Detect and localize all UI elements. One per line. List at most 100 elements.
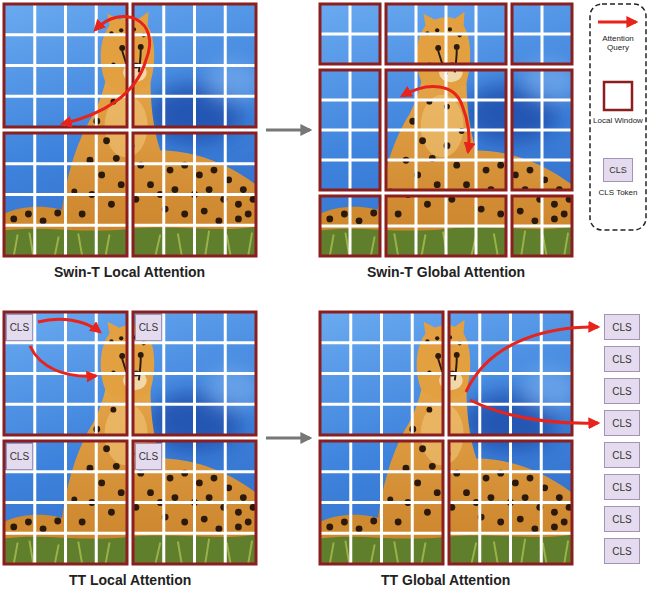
patch-line xyxy=(4,532,127,535)
local-window xyxy=(133,4,256,127)
patch-line xyxy=(133,95,256,98)
patch-line xyxy=(512,99,572,102)
patch-line xyxy=(449,501,572,504)
patch-line xyxy=(386,225,506,228)
patch-line xyxy=(386,99,506,102)
token-label: CLS xyxy=(612,354,631,365)
local-window xyxy=(320,70,380,190)
cheetah-image xyxy=(320,4,579,256)
patch-line xyxy=(4,501,127,504)
patch-line xyxy=(133,341,256,344)
attention-arrow xyxy=(30,346,96,376)
patch-line xyxy=(320,129,380,132)
token-label: CLS xyxy=(612,418,631,429)
token-label: CLS xyxy=(139,322,158,333)
patch-line xyxy=(320,33,380,36)
patch-line xyxy=(4,193,127,196)
cls-token: CLS xyxy=(604,474,640,500)
local-window xyxy=(4,441,127,564)
token-label: CLS xyxy=(10,451,29,462)
patch-line xyxy=(320,159,380,162)
cheetah-image xyxy=(320,312,579,564)
local-window xyxy=(320,196,380,256)
cls-token: CLS xyxy=(604,506,640,532)
patch-line xyxy=(133,501,256,504)
patch-line xyxy=(386,33,506,36)
panel-caption: TT Local Attention xyxy=(69,572,191,588)
cheetah-photo xyxy=(4,312,263,564)
legend-swatch: CLS xyxy=(603,158,633,182)
caption-text: TT Local Attention xyxy=(69,572,191,588)
legend-text: Local Window xyxy=(592,116,644,125)
patch-line xyxy=(512,225,572,228)
legend-label: CLS Token xyxy=(599,188,638,197)
patch-line xyxy=(449,341,572,344)
swatch-text: CLS xyxy=(609,165,627,175)
image-panels xyxy=(4,4,579,564)
token-label: CLS xyxy=(612,450,631,461)
patch-line xyxy=(4,341,127,344)
cls-token: CLS xyxy=(604,538,640,564)
legend-label: Local Window xyxy=(593,116,643,125)
patch-line xyxy=(4,95,127,98)
token-label: CLS xyxy=(612,322,631,333)
panel-caption: Swin-T Local Attention xyxy=(54,264,205,280)
patch-line xyxy=(4,403,127,406)
patch-line xyxy=(133,403,256,406)
local-window xyxy=(386,196,506,256)
patch-line xyxy=(133,372,256,375)
token-label: CLS xyxy=(612,514,631,525)
patch-line xyxy=(4,224,127,227)
patch-line xyxy=(512,159,572,162)
local-window xyxy=(512,196,572,256)
patch-line xyxy=(320,403,443,406)
patch-line xyxy=(4,33,127,36)
token-label: CLS xyxy=(10,322,29,333)
patch-line xyxy=(320,225,380,228)
attention-arrow xyxy=(470,400,598,423)
local-window xyxy=(4,312,127,435)
cheetah-image xyxy=(4,312,263,564)
token-label: CLS xyxy=(612,546,631,557)
local-window xyxy=(4,4,127,127)
patch-line xyxy=(449,470,572,473)
patch-line xyxy=(320,470,443,473)
panel-caption: TT Global Attention xyxy=(381,572,510,588)
legend-text: Attention Query xyxy=(592,34,644,52)
local-window xyxy=(320,441,443,564)
cheetah-image xyxy=(4,4,263,256)
patch-line xyxy=(133,224,256,227)
attention-arrow xyxy=(38,319,100,332)
patch-line xyxy=(449,532,572,535)
transition-arrow xyxy=(266,129,310,132)
cls-token: CLS xyxy=(135,314,162,341)
token-label: CLS xyxy=(139,451,158,462)
patch-line xyxy=(320,99,380,102)
cls-token: CLS xyxy=(604,346,640,372)
local-window xyxy=(449,441,572,564)
local-window xyxy=(320,312,443,435)
local-window xyxy=(512,70,572,190)
local-window xyxy=(512,4,572,64)
patch-line xyxy=(320,532,443,535)
patch-line xyxy=(320,341,443,344)
patch-line xyxy=(512,33,572,36)
patch-line xyxy=(133,193,256,196)
attention-arrow xyxy=(62,16,150,124)
cls-token: CLS xyxy=(6,314,33,341)
cheetah-photo xyxy=(320,4,579,256)
local-window xyxy=(133,133,256,256)
local-window xyxy=(133,312,256,435)
local-window xyxy=(320,4,380,64)
attention-arrow xyxy=(466,327,598,392)
cls-token: CLS xyxy=(135,443,162,470)
cheetah-photo xyxy=(320,312,579,564)
patch-line xyxy=(449,403,572,406)
patch-line xyxy=(4,470,127,473)
attention-arrow xyxy=(402,86,469,152)
legend-label: Attention Query xyxy=(602,34,634,52)
patch-line xyxy=(133,33,256,36)
patch-line xyxy=(320,501,443,504)
